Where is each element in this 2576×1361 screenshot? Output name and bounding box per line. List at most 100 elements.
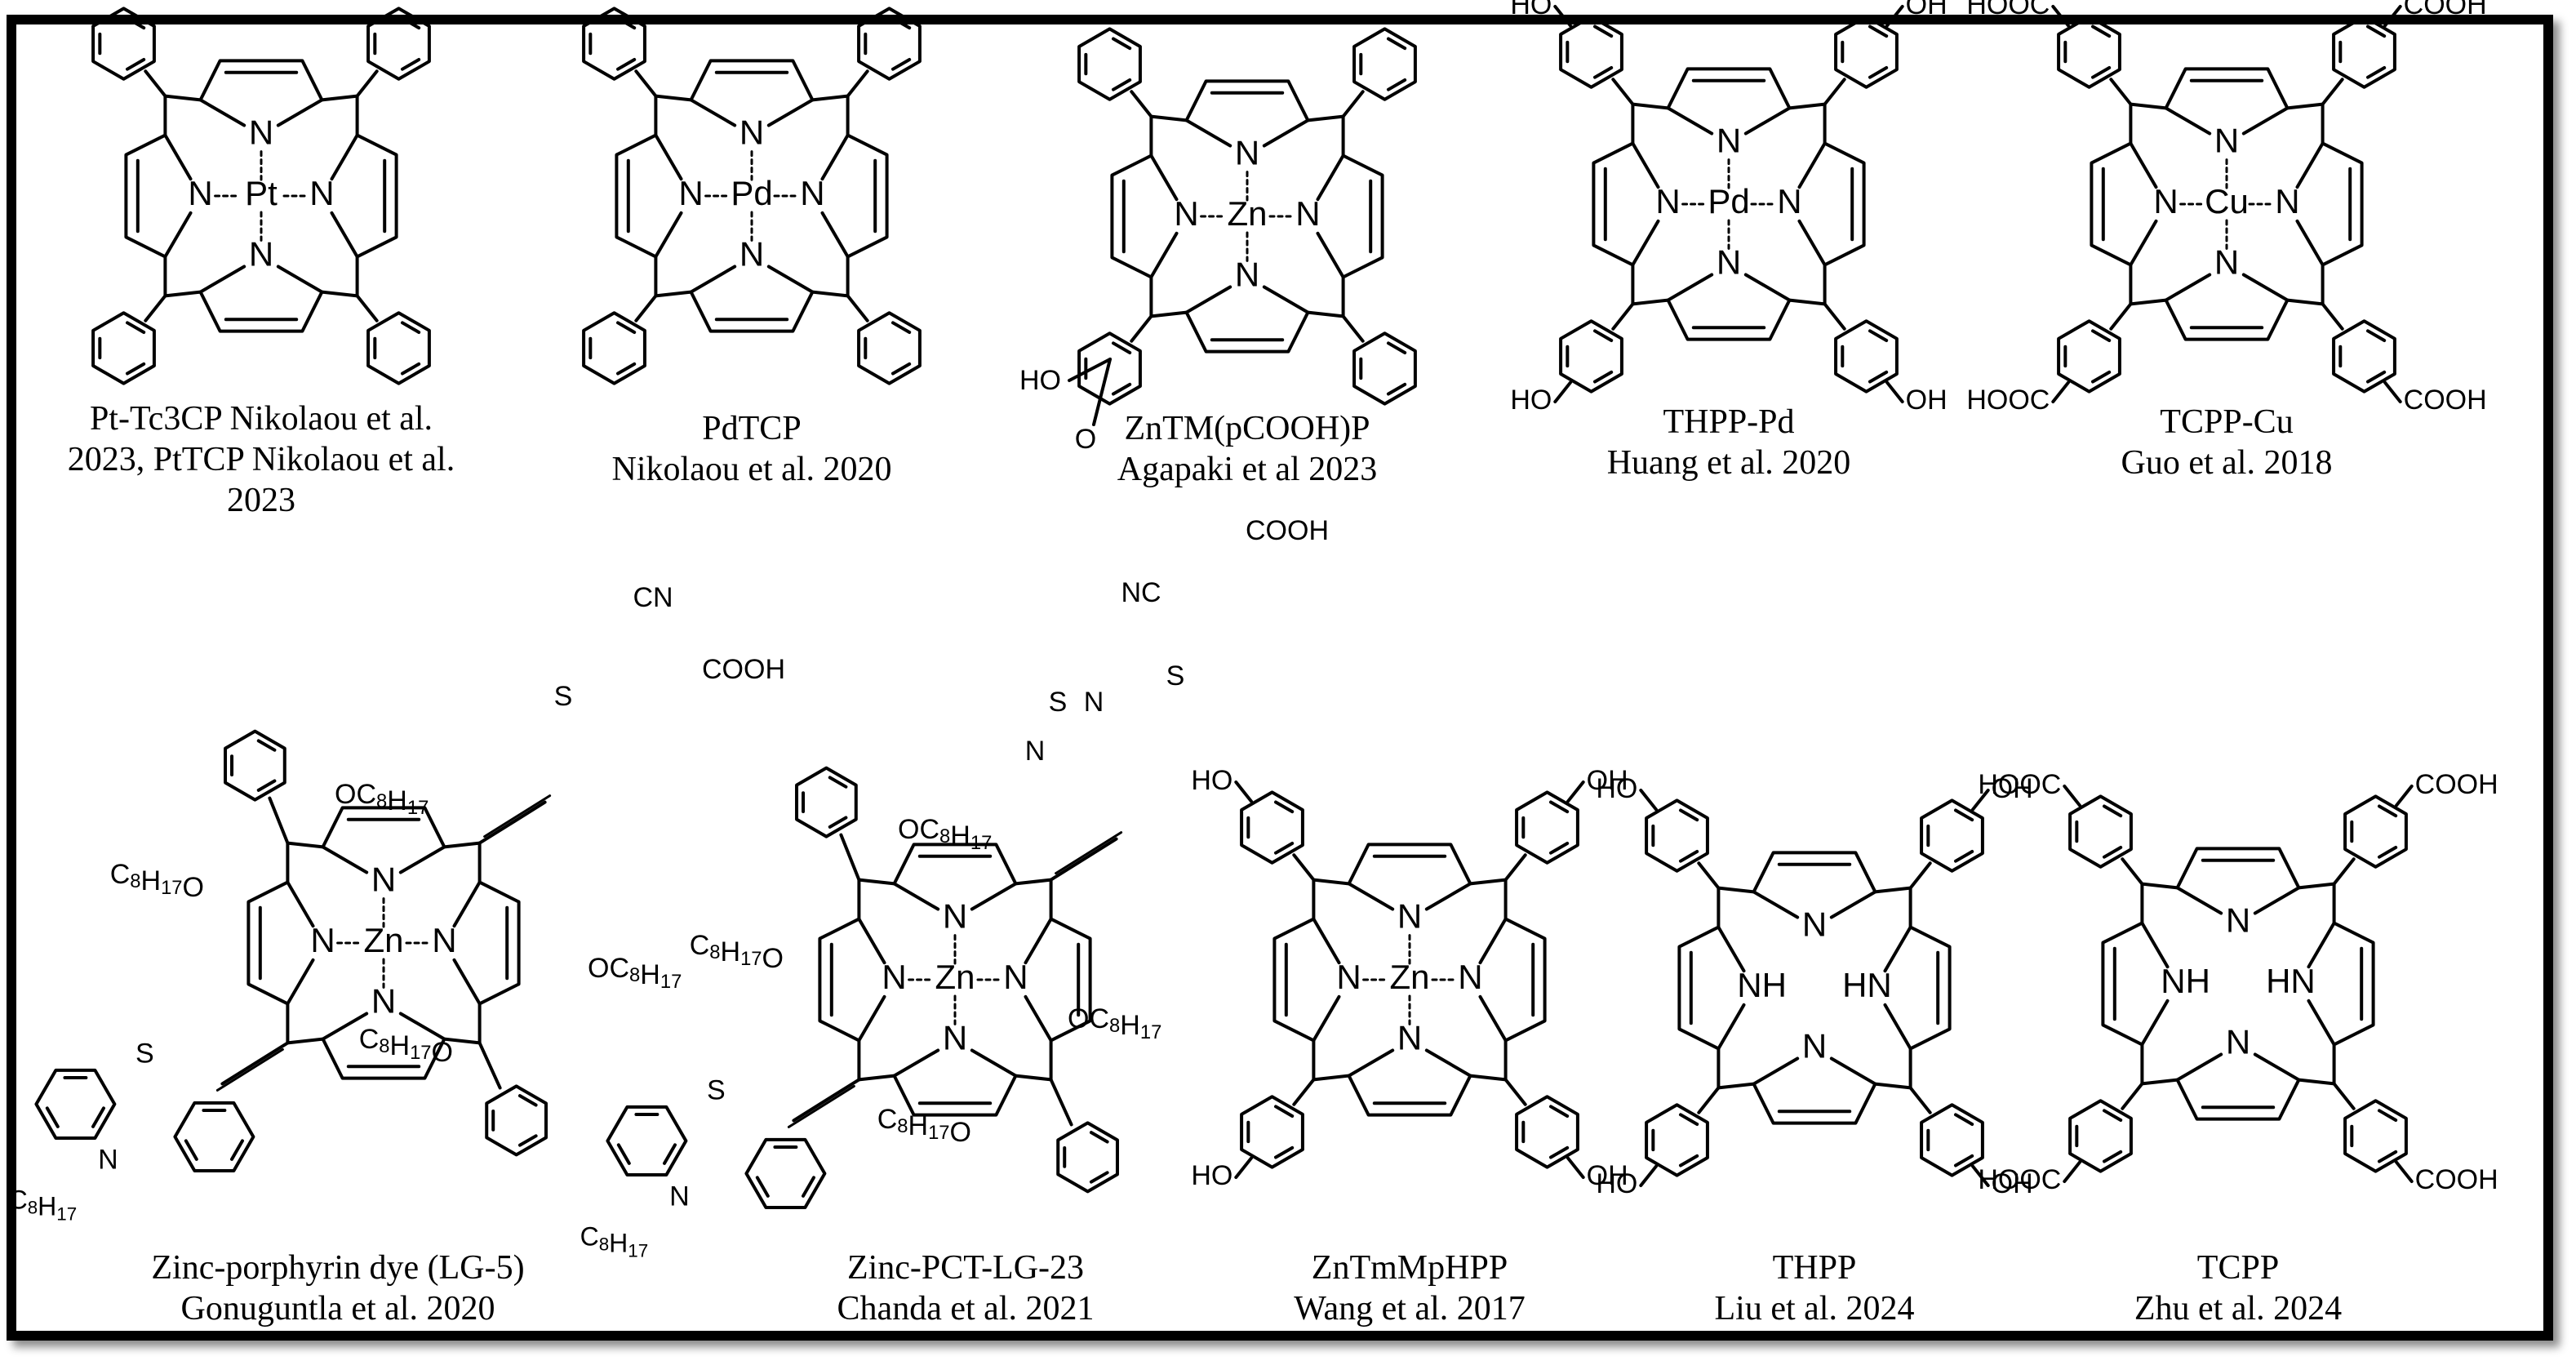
- bond: [890, 362, 912, 376]
- cyano-label: NC: [1121, 577, 1161, 608]
- bond: [2365, 370, 2387, 384]
- alkoxy-label: C8H17O: [359, 1024, 453, 1068]
- bond: [689, 98, 737, 127]
- nitrogen-label: N: [2153, 182, 2178, 220]
- nitrogen-label: N: [1295, 194, 1320, 233]
- bond: [616, 1143, 631, 1165]
- hn-label: HN: [1842, 966, 1892, 1004]
- nitrogen-label: N: [1235, 134, 1259, 172]
- bond: [1970, 788, 1990, 812]
- bond: [144, 69, 167, 98]
- bond: [452, 958, 482, 1006]
- bond: [2377, 1109, 2398, 1122]
- bond: [2307, 921, 2336, 969]
- nh-label: NH: [1737, 966, 1787, 1004]
- bond: [1678, 1154, 1699, 1168]
- bond: [330, 133, 359, 181]
- bond: [2140, 999, 2170, 1047]
- bond: [820, 133, 850, 181]
- substituent-label: COOH: [2415, 1164, 2498, 1195]
- bond: [1234, 780, 1254, 803]
- carboxyl-label: COOH: [702, 654, 785, 685]
- benzene-ring: [1920, 1103, 1984, 1177]
- bond: [2394, 784, 2414, 807]
- substituent-label: HO: [1191, 765, 1232, 796]
- bond: [286, 880, 315, 928]
- benzene-ring: [1920, 798, 1984, 873]
- bond: [1592, 24, 1614, 38]
- bond: [1347, 1048, 1395, 1078]
- bond: [1386, 341, 1407, 354]
- bond: [1970, 1164, 1990, 1188]
- nitrogen-label: N: [678, 174, 703, 212]
- bond: [2090, 370, 2112, 384]
- bond: [1292, 853, 1316, 882]
- bond: [1548, 1105, 1570, 1118]
- alkoxy-label: OC8H17: [588, 953, 682, 993]
- bond: [1111, 78, 1132, 91]
- bond: [215, 1047, 284, 1092]
- bond: [755, 1176, 770, 1198]
- substituent-label: HO: [1596, 773, 1637, 804]
- substituent-label: HOOC: [1966, 385, 2050, 416]
- substituent-label: COOH: [2404, 0, 2487, 20]
- bond: [1883, 925, 1912, 973]
- bond: [163, 133, 193, 181]
- bond: [125, 16, 146, 30]
- bond: [1823, 302, 1846, 331]
- substituent-label: HOOC: [1978, 1164, 2061, 1195]
- bond: [517, 1134, 538, 1147]
- bond: [766, 265, 815, 294]
- benzene-ring: [795, 766, 858, 838]
- bond: [2377, 1150, 2398, 1163]
- bond: [230, 1139, 244, 1161]
- benzene-ring: [1559, 319, 1623, 394]
- bond: [1092, 358, 1112, 426]
- carboxyl-label: COOH: [1246, 515, 1329, 546]
- caption-line: ZnTmMpHPP: [1311, 1249, 1508, 1287]
- substituent-label: HO: [1510, 385, 1552, 416]
- bond: [1386, 78, 1407, 91]
- nitrogen-label: N: [1003, 958, 1028, 996]
- nitrogen-label: N: [309, 174, 334, 212]
- bond: [1829, 890, 1877, 919]
- bond: [1553, 380, 1573, 404]
- bond: [355, 69, 379, 98]
- bond: [890, 58, 912, 71]
- caption-line: 2023, PtTCP Nikolaou et al.: [67, 441, 455, 478]
- caption-tcpp: TCPP Zhu et al. 2024: [2134, 1248, 2342, 1329]
- bond: [634, 294, 658, 322]
- bond: [1347, 882, 1395, 911]
- benzene-ring: [857, 7, 922, 81]
- bond: [857, 994, 886, 1043]
- caption-line: PdTCP: [702, 410, 802, 447]
- bond: [1234, 1156, 1254, 1180]
- benzene-ring: [2057, 15, 2121, 89]
- bond: [2175, 1052, 2223, 1082]
- caption-line: Zinc-PCT-LG-23: [846, 1249, 1085, 1287]
- bond: [1666, 106, 1714, 136]
- nitrogen-label: N: [371, 861, 396, 899]
- bond: [2332, 857, 2356, 886]
- bond: [2129, 219, 2158, 267]
- benzene-ring: [1240, 790, 1304, 865]
- bond: [2102, 846, 2123, 859]
- nitrogen-label: N: [2214, 122, 2239, 160]
- caption-line: THPP: [1772, 1249, 1857, 1287]
- bond: [1548, 800, 1570, 814]
- benzene-ring: [91, 311, 156, 385]
- bond: [163, 211, 193, 259]
- nitrogen-label: N: [432, 921, 456, 959]
- bond: [1068, 358, 1112, 382]
- caption-line: TCPP-Cu: [2160, 403, 2294, 441]
- benzene-ring: [2068, 794, 2133, 869]
- bond: [1089, 1171, 1109, 1184]
- caption-zntm-pcooh-p: ZnTM(pCOOH)P Agapaki et al 2023: [1117, 408, 1377, 490]
- bond: [1678, 1113, 1699, 1126]
- benzene-ring: [1645, 1103, 1709, 1177]
- nitrogen-label: N: [2226, 901, 2250, 940]
- bond: [220, 1041, 290, 1086]
